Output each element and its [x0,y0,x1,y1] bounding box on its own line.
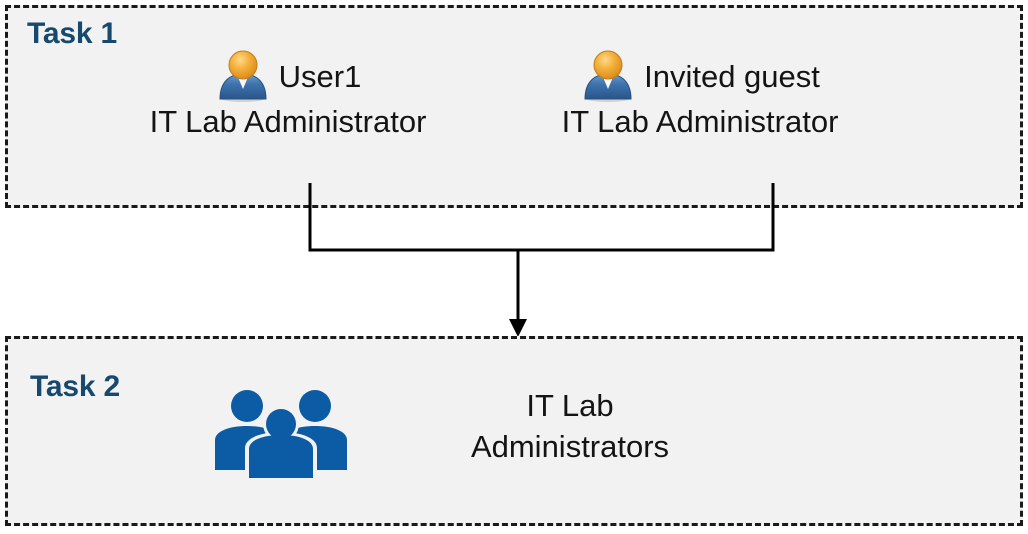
person-name: Invited guest [644,58,820,94]
person-name-row: User1 [78,48,498,104]
user-icon [219,50,267,102]
person-name: User1 [278,58,362,94]
user-icon [584,50,632,102]
task-2-label: Task 2 [30,370,120,403]
person-entry-invited-guest: Invited guest IT Lab Administrator [490,48,910,137]
group-name: IT Lab Administrators [380,386,760,468]
task-1-label: Task 1 [27,17,117,50]
person-entry-user1: User1 IT Lab Administrator [78,48,498,137]
person-role: IT Lab Administrator [561,104,839,139]
task-2-container [5,336,1023,526]
person-name-row: Invited guest [490,48,910,104]
group-name-line-1: IT Lab [526,388,614,423]
group-of-people-icon [215,390,347,478]
group-name-line-2: Administrators [470,428,670,464]
task-1-container [5,5,1023,208]
person-role: IT Lab Administrator [149,104,427,139]
group-icon-wrapper [214,386,348,478]
